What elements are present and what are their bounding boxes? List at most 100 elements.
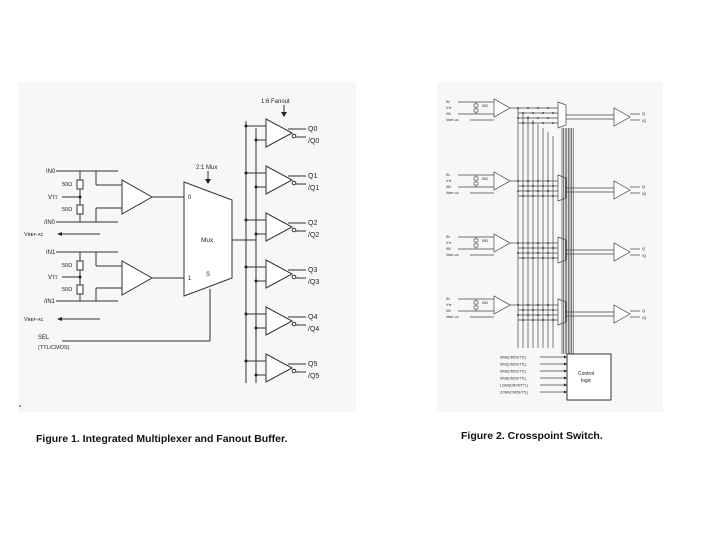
fanout-output-5: Q5/Q5 bbox=[244, 353, 319, 383]
row-input-label: /IN bbox=[446, 185, 451, 189]
output-qb-label: /Q4 bbox=[308, 326, 319, 333]
row-output-qb: /Q bbox=[642, 191, 646, 196]
fanout-buffer-1 bbox=[265, 165, 294, 195]
output-q-label: Q1 bbox=[308, 173, 317, 180]
fanout-arrowhead bbox=[281, 112, 287, 117]
crosspoint-row-0: IN Vᴛᴛ/IN Vʀᴇꜰ-ᴀᴄ 50Ω Q/Q bbox=[446, 98, 646, 129]
in0-label: IN0 bbox=[46, 169, 56, 175]
select-line-label: SIN1(CMOS/TTL) bbox=[500, 363, 526, 367]
row-output-q: Q bbox=[642, 246, 645, 251]
row-input-label: Vᴛᴛ bbox=[446, 303, 452, 307]
in0-vtt-label: Vᴛᴛ bbox=[48, 195, 58, 201]
input0-buffer bbox=[121, 179, 154, 215]
row-input-label: Vᴛᴛ bbox=[446, 179, 452, 183]
row-resistor-label: 50Ω bbox=[482, 177, 489, 181]
sel-label: SEL bbox=[38, 335, 50, 341]
select-line-label: CONF(CMOS/TTL) bbox=[500, 391, 528, 395]
fanout-output-0: Q0/Q0 bbox=[244, 118, 319, 148]
control-label-2: logic bbox=[581, 378, 592, 384]
mux-block-label: Mux bbox=[201, 237, 214, 244]
input1-network bbox=[56, 251, 122, 321]
crosspoint-rows: IN Vᴛᴛ/IN Vʀᴇꜰ-ᴀᴄ 50Ω Q/Q IN Vᴛᴛ/IN Vʀᴇꜰ-ᴀᴄ 50Ω Q… bbox=[446, 98, 646, 326]
row-output-qb: /Q bbox=[642, 118, 646, 123]
fanout-output-4: Q4/Q4 bbox=[244, 306, 319, 336]
select-line-label: SIN0(CMOS/TTL) bbox=[500, 356, 526, 360]
figure1-caption: Figure 1. Integrated Multiplexer and Fan… bbox=[36, 433, 288, 445]
row-resistor-label: 50Ω bbox=[482, 104, 489, 108]
crosspoint-grid bbox=[517, 107, 574, 354]
row-input-label: Vᴛᴛ bbox=[446, 106, 452, 110]
output-q-label: Q2 bbox=[308, 220, 317, 227]
select-line-label: LOAD(CMOS/TTL) bbox=[500, 384, 528, 388]
row-input-label: IN bbox=[446, 100, 450, 104]
row-output-q: Q bbox=[642, 111, 645, 116]
in1-vtt-label: Vᴛᴛ bbox=[48, 275, 58, 281]
row-input-label: IN bbox=[446, 173, 450, 177]
control-logic-block bbox=[566, 353, 612, 401]
fanout-label: 1:6 Fanout bbox=[261, 99, 290, 105]
output-qb-label: /Q5 bbox=[308, 373, 319, 380]
fanout-buffer-5 bbox=[265, 353, 294, 383]
figure2-caption: Figure 2. Crosspoint Switch. bbox=[461, 430, 603, 442]
fanout-output-3: Q3/Q3 bbox=[244, 259, 319, 289]
mux-pin1-label: 1 bbox=[188, 276, 192, 282]
output-qb-label: /Q3 bbox=[308, 279, 319, 286]
output-qb-label: /Q0 bbox=[308, 138, 319, 145]
row-output-qb: /Q bbox=[642, 253, 646, 258]
crosspoint-row-1: IN Vᴛᴛ/IN Vʀᴇꜰ-ᴀᴄ 50Ω Q/Q bbox=[446, 171, 646, 202]
mux-arrowhead bbox=[205, 179, 211, 184]
row-input-label: Vʀᴇꜰ-ᴀᴄ bbox=[446, 315, 459, 319]
sel-sub-label: (TTL/CMOS) bbox=[38, 345, 70, 351]
output-q-label: Q3 bbox=[308, 267, 317, 274]
in1-label: IN1 bbox=[46, 250, 56, 256]
fanout-buffer-4 bbox=[265, 306, 294, 336]
select-line-label: SIN3(CMOS/TTL) bbox=[500, 377, 526, 381]
row-input-label: Vʀᴇꜰ-ᴀᴄ bbox=[446, 118, 459, 122]
output-q-label: Q4 bbox=[308, 314, 317, 321]
fanout-output-1: Q1/Q1 bbox=[244, 165, 319, 195]
crosspoint-row-2: IN Vᴛᴛ/IN Vʀᴇꜰ-ᴀᴄ 50Ω Q/Q bbox=[446, 233, 646, 264]
in1-r1-label: 50Ω bbox=[62, 263, 72, 269]
output-q-label: Q5 bbox=[308, 361, 317, 368]
in1-r2-label: 50Ω bbox=[62, 287, 72, 293]
fanout-buffer-0 bbox=[265, 118, 294, 148]
control-label-1: Control bbox=[578, 371, 594, 377]
row-input-label: /IN bbox=[446, 112, 451, 116]
row-output-q: Q bbox=[642, 308, 645, 313]
output-qb-label: /Q2 bbox=[308, 232, 319, 239]
row-input-label: Vʀᴇꜰ-ᴀᴄ bbox=[446, 191, 459, 195]
row-resistor-label: 50Ω bbox=[482, 301, 489, 305]
mux-top-label: 2:1 Mux bbox=[196, 165, 217, 171]
fanout-output-2: Q2/Q2 bbox=[244, 212, 319, 242]
row-input-label: /IN bbox=[446, 309, 451, 313]
input1-buffer bbox=[121, 260, 154, 296]
row-output-q: Q bbox=[642, 184, 645, 189]
control-select-lines: SIN0(CMOS/TTL) SIN1(CMOS/TTL) SIN2(CMOS/TT… bbox=[500, 355, 567, 395]
in0-vref-label: Vʀᴇꜰ-ᴀᴄ bbox=[24, 232, 44, 238]
row-input-label: IN bbox=[446, 297, 450, 301]
mux-block bbox=[183, 181, 233, 297]
mux-pin-s-label: S bbox=[206, 272, 210, 278]
fanout-buffer-2 bbox=[265, 212, 294, 242]
crosspoint-row-3: IN Vᴛᴛ/IN Vʀᴇꜰ-ᴀᴄ 50Ω Q/Q bbox=[446, 295, 646, 326]
in1-inb-label: /IN1 bbox=[44, 299, 56, 305]
in0-r1-label: 50Ω bbox=[62, 182, 72, 188]
corner-mark bbox=[19, 405, 21, 407]
row-input-label: IN bbox=[446, 235, 450, 239]
row-input-label: Vᴛᴛ bbox=[446, 241, 452, 245]
select-line-label: SIN2(CMOS/TTL) bbox=[500, 370, 526, 374]
in1-vref-label: Vʀᴇꜰ-ᴀᴄ bbox=[24, 317, 44, 323]
input0-network bbox=[56, 170, 122, 236]
in0-r2-label: 50Ω bbox=[62, 207, 72, 213]
mux-pin0-label: 0 bbox=[188, 195, 192, 201]
output-q-label: Q0 bbox=[308, 126, 317, 133]
row-resistor-label: 50Ω bbox=[482, 239, 489, 243]
output-qb-label: /Q1 bbox=[308, 185, 319, 192]
row-input-label: Vʀᴇꜰ-ᴀᴄ bbox=[446, 253, 459, 257]
row-input-label: /IN bbox=[446, 247, 451, 251]
in0-inb-label: /IN0 bbox=[44, 220, 56, 226]
row-output-qb: /Q bbox=[642, 315, 646, 320]
